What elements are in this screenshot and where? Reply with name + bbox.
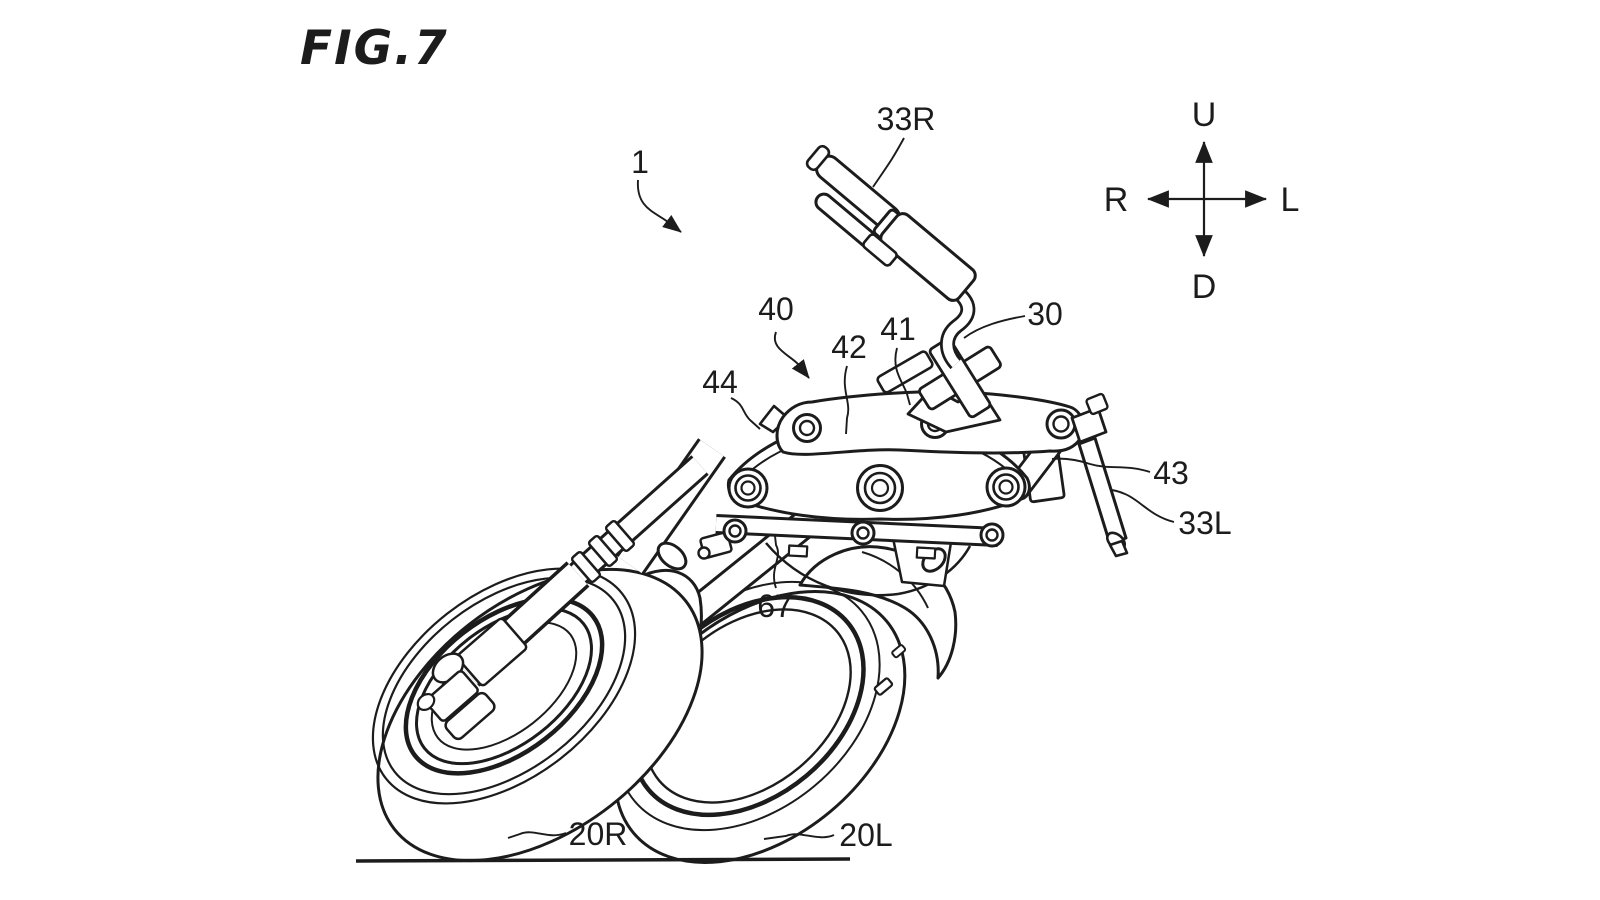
ref-label-33L: 33L bbox=[1178, 505, 1231, 541]
ref-label-42: 42 bbox=[831, 329, 867, 365]
ref-label-1: 1 bbox=[631, 144, 649, 180]
ref-label-41: 41 bbox=[880, 311, 916, 347]
compass-right-label: R bbox=[1104, 181, 1129, 219]
stick-tip bbox=[1108, 539, 1129, 558]
right-tire-outline bbox=[376, 567, 704, 863]
handlebar-housing bbox=[879, 212, 977, 302]
right-sidewall-ring-2 bbox=[381, 576, 627, 796]
leader-lines bbox=[507, 137, 1175, 840]
compass-left-label: L bbox=[1281, 181, 1300, 219]
figure-title: FIG.7 bbox=[300, 21, 449, 76]
drawing-labels: FIG.7 U D R L 1 33R 30 40 41 42 44 43 33… bbox=[300, 21, 1299, 853]
ref-label-43: 43 bbox=[1153, 455, 1189, 491]
leader-ref-42 bbox=[843, 365, 850, 435]
ref-label-20R: 20R bbox=[569, 816, 628, 852]
handlebar-clamp-tab bbox=[862, 233, 898, 267]
pivot-joint-upper bbox=[1045, 408, 1077, 440]
ref-label-30: 30 bbox=[1027, 296, 1063, 332]
right-rim-inner bbox=[415, 606, 593, 766]
ref-label-44: 44 bbox=[702, 364, 738, 400]
rod-tab bbox=[915, 546, 937, 560]
leader-ref-1 bbox=[637, 179, 682, 233]
compass-down-label: D bbox=[1192, 268, 1217, 306]
grip-end-cap bbox=[805, 144, 831, 172]
compass-up-label: U bbox=[1192, 96, 1217, 134]
leader-ref-33L bbox=[1109, 489, 1175, 523]
head-tube-opening bbox=[656, 541, 688, 571]
leader-ref-67 bbox=[773, 535, 779, 589]
right-sidewall-ring-1 bbox=[371, 567, 637, 805]
drawing-lines bbox=[355, 137, 1268, 864]
right-handlebar bbox=[805, 144, 977, 302]
stick-prong bbox=[1085, 392, 1109, 416]
leader-ref-44 bbox=[730, 397, 761, 430]
leader-ref-33R bbox=[872, 137, 905, 188]
left-tire-tread-mark bbox=[891, 644, 907, 659]
pivot-joint-small bbox=[850, 520, 876, 546]
ground-line bbox=[355, 857, 851, 863]
leader-ref-20L bbox=[763, 833, 835, 840]
ref-label-67: 67 bbox=[757, 588, 793, 624]
ref-label-40: 40 bbox=[758, 291, 794, 327]
steering-shaft bbox=[940, 281, 976, 370]
left-tire-valve bbox=[873, 677, 894, 696]
pivot-joint-large bbox=[727, 467, 769, 509]
leader-ref-41 bbox=[894, 347, 911, 406]
body-details bbox=[697, 531, 972, 597]
pivot-joint-small bbox=[979, 522, 1005, 548]
steering-knuckle-bracket bbox=[876, 337, 1002, 434]
pivot-joint-large bbox=[985, 466, 1027, 508]
leader-ref-20R bbox=[507, 831, 567, 839]
bracket-flat-bar bbox=[876, 350, 934, 394]
ref-label-20L: 20L bbox=[839, 817, 892, 853]
lower-cross-member bbox=[715, 514, 1005, 560]
ref-label-33R: 33R bbox=[877, 101, 936, 137]
pivot-joint-center bbox=[856, 464, 904, 512]
leader-ref-43 bbox=[1051, 457, 1151, 473]
pivot-joint-small bbox=[722, 518, 748, 544]
left-knuckle-bolt bbox=[697, 546, 711, 560]
leader-ref-30 bbox=[963, 315, 1026, 339]
right-rim-outer bbox=[403, 596, 605, 776]
pivot-joint-upper bbox=[792, 413, 822, 443]
right-wheel bbox=[371, 567, 704, 863]
fork-clamp-rings bbox=[570, 519, 636, 584]
leader-ref-40 bbox=[773, 331, 810, 379]
direction-compass bbox=[1146, 140, 1268, 258]
axle-assembly bbox=[416, 617, 528, 741]
front-fork bbox=[416, 438, 726, 741]
rod-tab bbox=[787, 544, 809, 558]
